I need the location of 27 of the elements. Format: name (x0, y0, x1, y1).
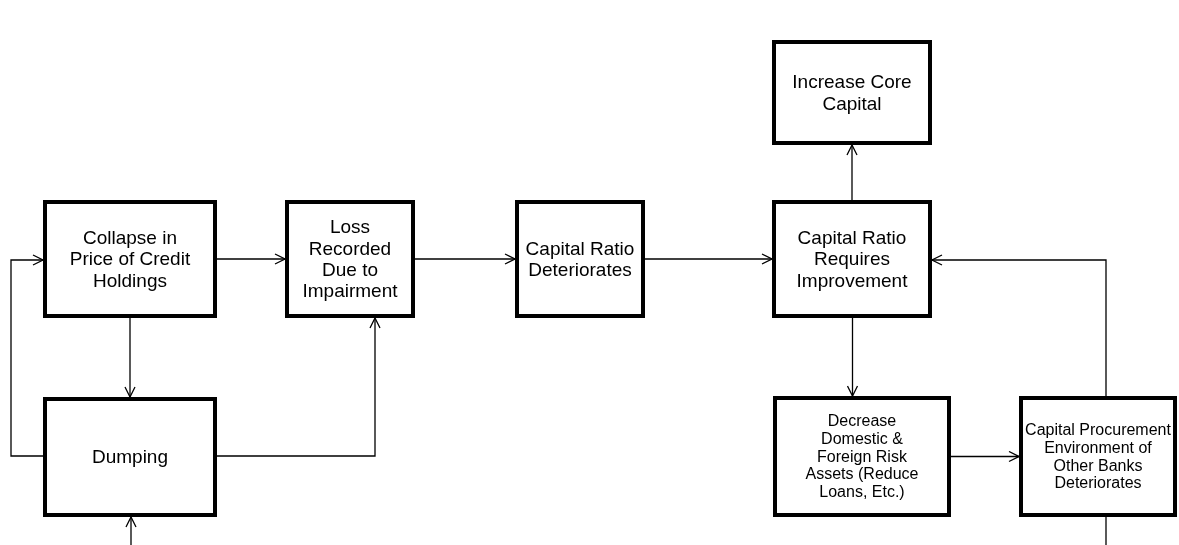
process-box (1019, 396, 1177, 517)
process-box (515, 200, 645, 318)
box-text: Dumping (91, 446, 168, 468)
arrow (931, 254, 1107, 397)
arrow (644, 253, 773, 265)
arrow (950, 450, 1020, 463)
process-box (772, 200, 932, 318)
arrow (216, 253, 286, 265)
box-text: Capital Procurement Environment of Other Banks Deteriorates (1025, 420, 1171, 493)
process-box (773, 396, 951, 517)
box-text: Collapse in Price of Credit Holdings (69, 227, 191, 291)
process-box (772, 40, 932, 145)
arrow (125, 516, 137, 545)
box-text: Increase Core Capital (791, 71, 913, 114)
process-box (285, 200, 415, 318)
box-text: Loss Recorded Due to Impairment (301, 216, 399, 302)
box-text: Decrease Domestic & Foreign Risk Assets (Reduce Loans, Etc.) (804, 411, 920, 502)
arrow (10, 254, 44, 457)
arrow (216, 317, 381, 457)
box-text: Capital Ratio Deteriorates (524, 237, 636, 281)
process-box (43, 397, 217, 517)
arrow (414, 253, 516, 265)
arrow (846, 317, 859, 397)
process-box (43, 200, 217, 318)
arrow (124, 317, 136, 398)
arrow (846, 144, 858, 201)
box-text: Capital Ratio Requires Improvement (795, 227, 909, 291)
